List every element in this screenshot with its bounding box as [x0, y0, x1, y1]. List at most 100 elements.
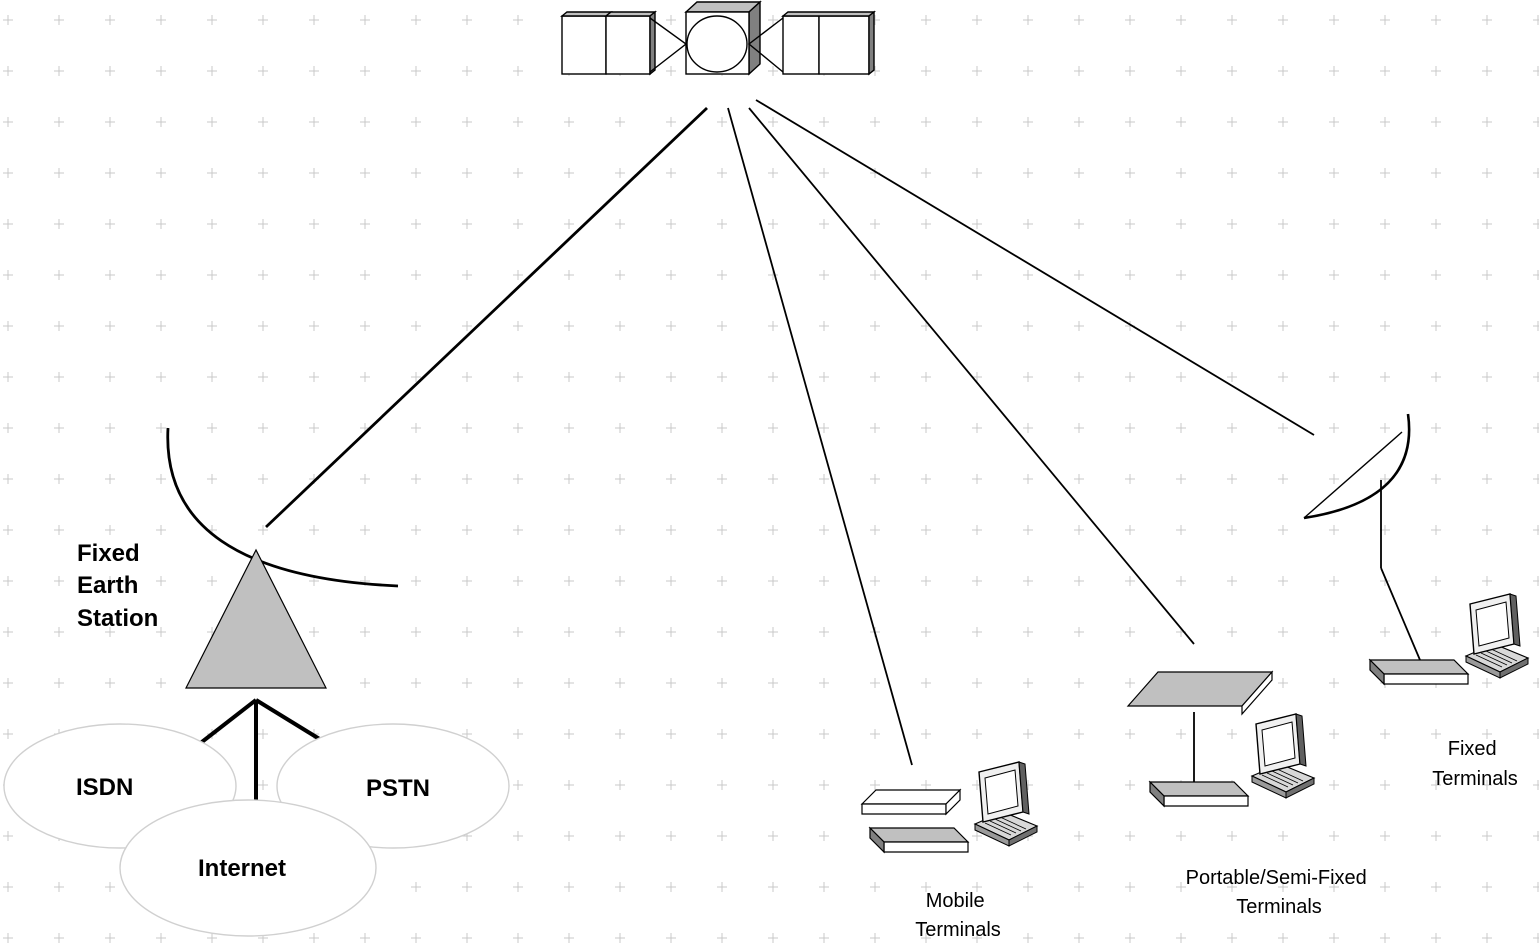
grid-plus [1533, 525, 1539, 535]
grid-plus [360, 627, 370, 637]
grid-plus [513, 372, 523, 382]
grid-plus [54, 423, 64, 433]
grid-plus [156, 678, 166, 688]
grid-plus [3, 15, 13, 25]
grid-plus [1533, 831, 1539, 841]
grid-plus [1227, 729, 1237, 739]
grid-plus [513, 474, 523, 484]
grid-plus [258, 270, 268, 280]
grid-plus [768, 15, 778, 25]
grid-plus [1125, 933, 1135, 943]
grid-plus [1533, 270, 1539, 280]
pstn-ellipse [276, 723, 510, 849]
grid-plus [360, 66, 370, 76]
grid-plus [1380, 882, 1390, 892]
grid-plus [564, 627, 574, 637]
grid-plus [207, 474, 217, 484]
grid-plus [156, 576, 166, 586]
grid-plus [3, 372, 13, 382]
grid-plus [666, 576, 676, 586]
grid-plus [1431, 66, 1441, 76]
grid-plus [1533, 882, 1539, 892]
grid-plus [921, 117, 931, 127]
grid-plus [3, 525, 13, 535]
grid-plus [258, 321, 268, 331]
grid-plus [615, 219, 625, 229]
grid-plus [309, 525, 319, 535]
grid-plus [1380, 117, 1390, 127]
grid-plus [564, 831, 574, 841]
grid-plus [819, 780, 829, 790]
grid-plus [717, 270, 727, 280]
grid-plus [1278, 168, 1288, 178]
grid-plus [3, 882, 13, 892]
grid-plus [513, 576, 523, 586]
grid-plus [717, 678, 727, 688]
grid-plus [309, 219, 319, 229]
grid-plus [615, 270, 625, 280]
grid-plus [666, 882, 676, 892]
grid-plus [1482, 678, 1492, 688]
grid-plus [105, 168, 115, 178]
grid-plus [717, 729, 727, 739]
grid-plus [870, 780, 880, 790]
grid-plus [717, 882, 727, 892]
grid-plus [819, 525, 829, 535]
grid-plus [360, 678, 370, 688]
grid-plus [768, 678, 778, 688]
grid-plus [411, 270, 421, 280]
grid-plus [462, 372, 472, 382]
grid-plus [1533, 372, 1539, 382]
grid-plus [1533, 474, 1539, 484]
grid-plus [411, 219, 421, 229]
grid-plus [462, 576, 472, 586]
grid-plus [3, 678, 13, 688]
grid-plus [1176, 219, 1186, 229]
grid-plus [1227, 576, 1237, 586]
grid-plus [1533, 627, 1539, 637]
grid-plus [1431, 219, 1441, 229]
grid-plus [309, 423, 319, 433]
grid-plus [1023, 882, 1033, 892]
grid-plus [615, 168, 625, 178]
mobile-terminal-icon [861, 761, 1038, 853]
grid-plus [105, 219, 115, 229]
grid-plus [1533, 576, 1539, 586]
grid-plus [717, 423, 727, 433]
grid-plus [1227, 627, 1237, 637]
grid-plus [1125, 729, 1135, 739]
grid-plus [768, 729, 778, 739]
portable-terminal-icon [1126, 670, 1315, 807]
grid-plus [819, 474, 829, 484]
grid-plus [258, 729, 268, 739]
grid-plus [462, 627, 472, 637]
grid-plus [921, 576, 931, 586]
grid-plus [54, 627, 64, 637]
grid-plus [972, 576, 982, 586]
grid-plus [1329, 270, 1339, 280]
grid-plus [666, 831, 676, 841]
grid-plus [1482, 729, 1492, 739]
grid-plus [1125, 270, 1135, 280]
grid-plus [309, 117, 319, 127]
grid-plus [105, 321, 115, 331]
grid-plus [1176, 372, 1186, 382]
grid-plus [615, 933, 625, 943]
grid-plus [1380, 474, 1390, 484]
grid-plus [1278, 270, 1288, 280]
grid-plus [1023, 372, 1033, 382]
grid-plus [1227, 219, 1237, 229]
grid-plus [411, 474, 421, 484]
grid-plus [207, 423, 217, 433]
grid-plus [717, 117, 727, 127]
grid-plus [411, 627, 421, 637]
grid-plus [1278, 423, 1288, 433]
grid-plus [1482, 117, 1492, 127]
grid-plus [921, 729, 931, 739]
grid-plus [105, 678, 115, 688]
grid-plus [1329, 372, 1339, 382]
grid-plus [3, 219, 13, 229]
grid-plus [819, 831, 829, 841]
grid-plus [1278, 627, 1288, 637]
grid-plus [309, 168, 319, 178]
